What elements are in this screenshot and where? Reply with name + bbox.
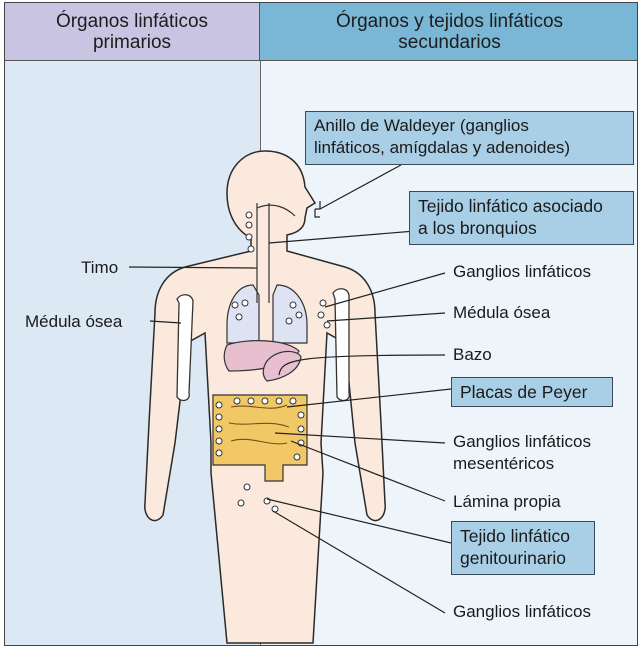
- label-mesenteric-line2: mesentéricos: [453, 453, 554, 475]
- left-humerus-bone: [177, 295, 193, 401]
- genitourinary-line1: Tejido linfático: [460, 525, 586, 547]
- label-lamina-propria: Lámina propia: [453, 491, 561, 513]
- waldeyer-line2: linfáticos, amígdalas y adenoides): [314, 137, 625, 159]
- label-thymus: Timo: [81, 257, 118, 279]
- label-bone-marrow-left: Médula ósea: [25, 311, 122, 333]
- figure-frame: Órganos linfáticos primarios Órganos y t…: [4, 2, 638, 646]
- genitourinary-line2: genitourinario: [460, 547, 586, 569]
- label-bone-marrow-right: Médula ósea: [453, 302, 550, 324]
- label-box-waldeyer: Anillo de Waldeyer (ganglios linfáticos,…: [305, 111, 634, 165]
- label-mesenteric-line1: Ganglios linfáticos: [453, 431, 591, 453]
- label-spleen: Bazo: [453, 344, 492, 366]
- right-humerus-bone: [333, 289, 349, 401]
- balt-line2: a los bronquios: [418, 217, 625, 239]
- label-lymph-nodes-upper: Ganglios linfáticos: [453, 261, 591, 283]
- label-box-balt: Tejido linfático asociado a los bronquio…: [409, 191, 634, 245]
- peyer-text: Placas de Peyer: [460, 381, 604, 403]
- balt-line1: Tejido linfático asociado: [418, 195, 625, 217]
- label-box-peyer: Placas de Peyer: [451, 377, 613, 407]
- label-box-genitourinary: Tejido linfático genitourinario: [451, 521, 595, 575]
- waldeyer-line1: Anillo de Waldeyer (ganglios: [314, 115, 625, 137]
- leader-waldeyer: [315, 165, 401, 217]
- label-lymph-nodes-lower: Ganglios linfáticos: [453, 601, 591, 623]
